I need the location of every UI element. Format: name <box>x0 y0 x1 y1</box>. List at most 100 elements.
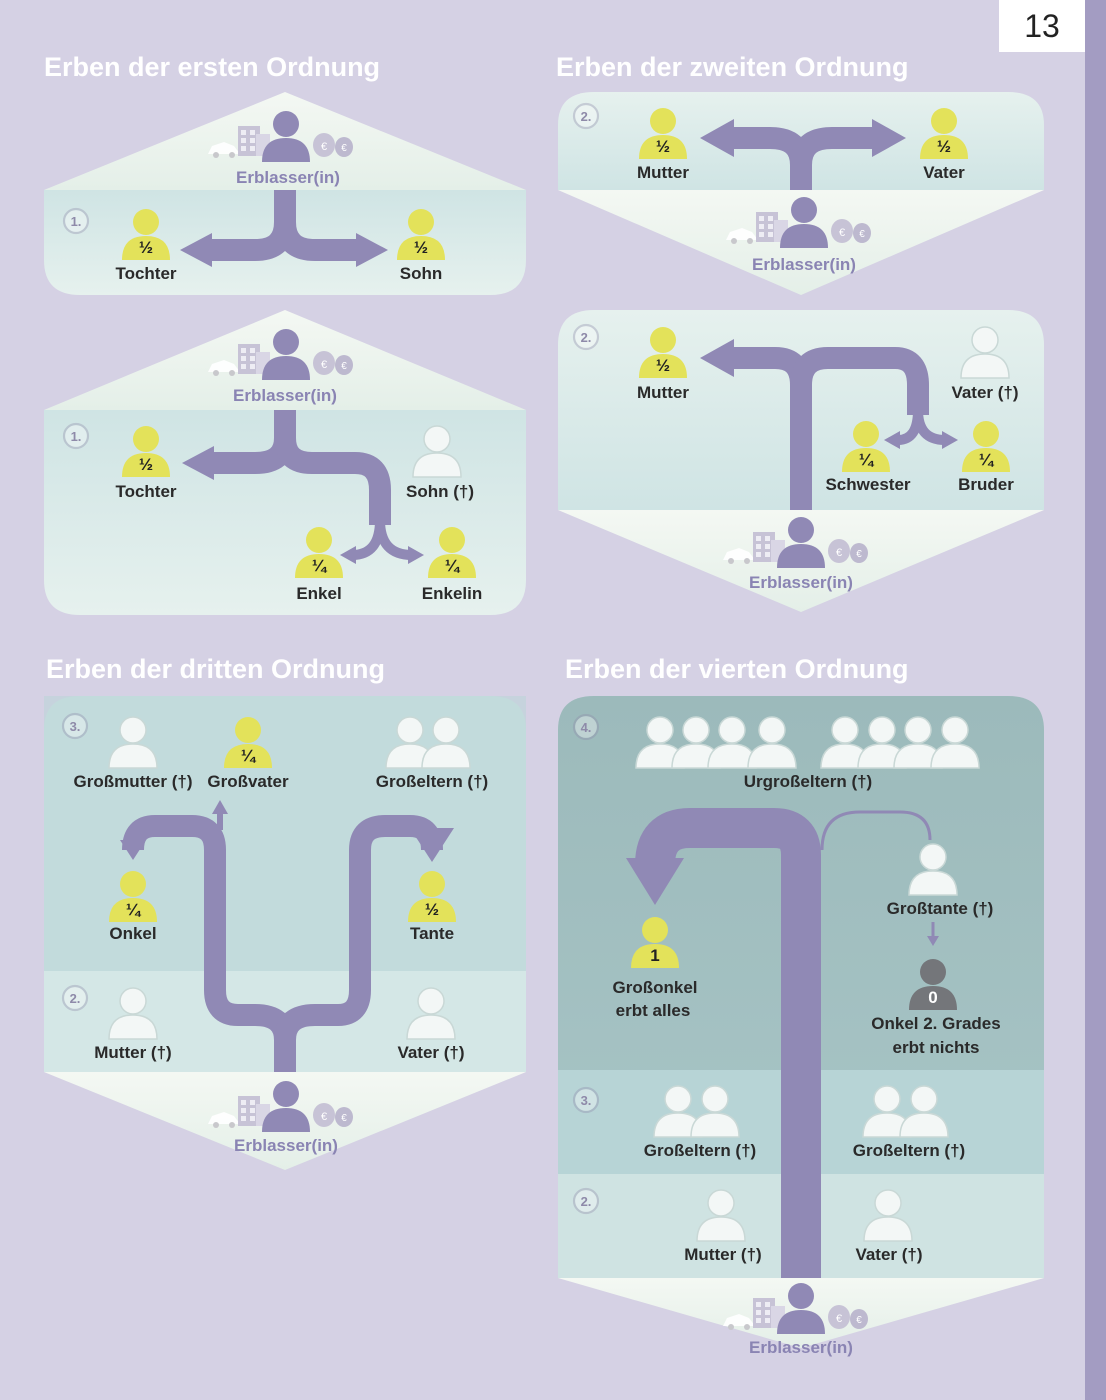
label-tochter-1a: Tochter <box>115 264 176 283</box>
deceased-label-3: Erblasser(in) <box>234 1136 338 1155</box>
deceased-person-2a <box>780 197 828 248</box>
share-label: 0 <box>928 988 937 1007</box>
label-grossonkel: Großonkel <box>612 978 697 997</box>
label-mutter-4: Mutter (†) <box>684 1245 761 1264</box>
label-vater-2a: Vater <box>923 163 965 182</box>
share-label: ½ <box>139 238 153 257</box>
order-badge: 3. <box>61 712 89 740</box>
order-badge: 4. <box>572 713 600 741</box>
heir-sohn-1a: ½ <box>397 209 445 260</box>
share-label: ½ <box>937 137 951 156</box>
estate-icon: €€ <box>208 126 353 158</box>
share-label: ¼ <box>126 900 142 919</box>
estate-icon: €€ <box>723 1298 868 1330</box>
heir-vater-2a: ½ <box>920 108 968 159</box>
svg-text:4.: 4. <box>581 720 592 735</box>
svg-text:€: € <box>341 1113 347 1124</box>
deceased-label-2a: Erblasser(in) <box>752 255 856 274</box>
estate-icons: €€€€€€€€€€€€ <box>208 126 871 1330</box>
order-badge: 2. <box>572 1187 600 1215</box>
dead-mutter-4 <box>696 1189 746 1242</box>
label-urgrosseltern: Urgroßeltern (†) <box>744 772 872 791</box>
dead-grosstante <box>908 843 958 896</box>
dead-grosseltern-4b <box>690 1085 740 1138</box>
order-badge: 1. <box>62 207 90 235</box>
label-grossmutter: Großmutter (†) <box>74 772 193 791</box>
heir-enkelin: ¼ <box>428 527 476 578</box>
heir-mutter-2a: ½ <box>639 108 687 159</box>
label-enkelin: Enkelin <box>422 584 482 603</box>
svg-text:1.: 1. <box>71 429 82 444</box>
svg-text:€: € <box>839 227 845 239</box>
label-sohn-1a: Sohn <box>400 264 443 283</box>
svg-text:€: € <box>321 359 327 371</box>
deceased-person-1b <box>262 329 310 380</box>
dead-urgrosseltern-8 <box>930 716 980 769</box>
heir-grossonkel: 1 <box>631 917 679 968</box>
label-enkel: Enkel <box>296 584 341 603</box>
svg-text:€: € <box>856 1315 862 1326</box>
dead-grosseltern-4c <box>862 1085 912 1138</box>
deceased-label-4: Erblasser(in) <box>749 1338 853 1357</box>
svg-text:€: € <box>836 547 842 559</box>
dead-sohn-1b <box>412 425 462 478</box>
order-badge: 1. <box>62 422 90 450</box>
heir-onkel: ¼ <box>109 871 157 922</box>
dead-vater-2b <box>960 326 1010 379</box>
label-mutter-3: Mutter (†) <box>94 1043 171 1062</box>
heir-mutter-2b: ½ <box>639 327 687 378</box>
dead-grosseltern-4d <box>899 1085 949 1138</box>
deceased-label-2b: Erblasser(in) <box>749 573 853 592</box>
heir-tochter-1a: ½ <box>122 209 170 260</box>
svg-text:€: € <box>859 229 865 240</box>
page-number: 13 <box>999 0 1085 52</box>
heading-second-order: Erben der zweiten Ordnung <box>556 52 909 82</box>
label-tante: Tante <box>410 924 454 943</box>
share-label: ¼ <box>859 450 875 469</box>
dead-urgrosseltern-5 <box>820 716 870 769</box>
deceased-person-1a <box>262 111 310 162</box>
svg-text:€: € <box>836 1313 842 1325</box>
share-label: ½ <box>425 900 439 919</box>
heir-enkel: ¼ <box>295 527 343 578</box>
svg-text:€: € <box>321 1111 327 1123</box>
label-vater-4: Vater (†) <box>855 1245 922 1264</box>
share-label: ½ <box>414 238 428 257</box>
label-grossvater: Großvater <box>207 772 289 791</box>
svg-text:2.: 2. <box>581 330 592 345</box>
deceased-person-2b <box>777 517 825 568</box>
label-tochter-1b: Tochter <box>115 482 176 501</box>
dead-grosseltern-4a <box>653 1085 703 1138</box>
label-grosseltern-3: Großeltern (†) <box>376 772 488 791</box>
share-label: ½ <box>656 137 670 156</box>
svg-text:€: € <box>341 361 347 372</box>
arrow-head-right <box>356 233 388 267</box>
estate-icon: €€ <box>208 1096 353 1128</box>
arrow-head-left <box>180 233 212 267</box>
label-vater-dead-2b: Vater (†) <box>951 383 1018 402</box>
label-sohn-dead-1b: Sohn (†) <box>406 482 474 501</box>
label-mutter-2a: Mutter <box>637 163 689 182</box>
page-edge-bar <box>1085 0 1106 1400</box>
deceased-label-1a: Erblasser(in) <box>236 168 340 187</box>
deceased-person-3 <box>262 1081 310 1132</box>
svg-text:€: € <box>341 143 347 154</box>
order-badges: 1.1.2.2.3.2.4.3.2. <box>61 102 600 1215</box>
heir-bruder: ¼ <box>962 421 1010 472</box>
non-heir-onkel-2-grades: 0 <box>909 959 957 1010</box>
share-label: ¼ <box>312 556 328 575</box>
order-badge: 2. <box>572 323 600 351</box>
share-label: ½ <box>656 356 670 375</box>
heading-third-order: Erben der dritten Ordnung <box>46 654 385 684</box>
dead-mutter-3 <box>108 987 158 1040</box>
order-badge: 2. <box>61 984 89 1012</box>
dead-grossmutter <box>108 716 158 769</box>
share-label: ½ <box>139 455 153 474</box>
share-label: ¼ <box>979 450 995 469</box>
dead-vater-4 <box>863 1189 913 1242</box>
label-grosstante: Großtante (†) <box>887 899 994 918</box>
deceased-label-1b: Erblasser(in) <box>233 386 337 405</box>
label-onkel: Onkel <box>109 924 156 943</box>
dead-grosseltern-3b <box>421 716 471 769</box>
